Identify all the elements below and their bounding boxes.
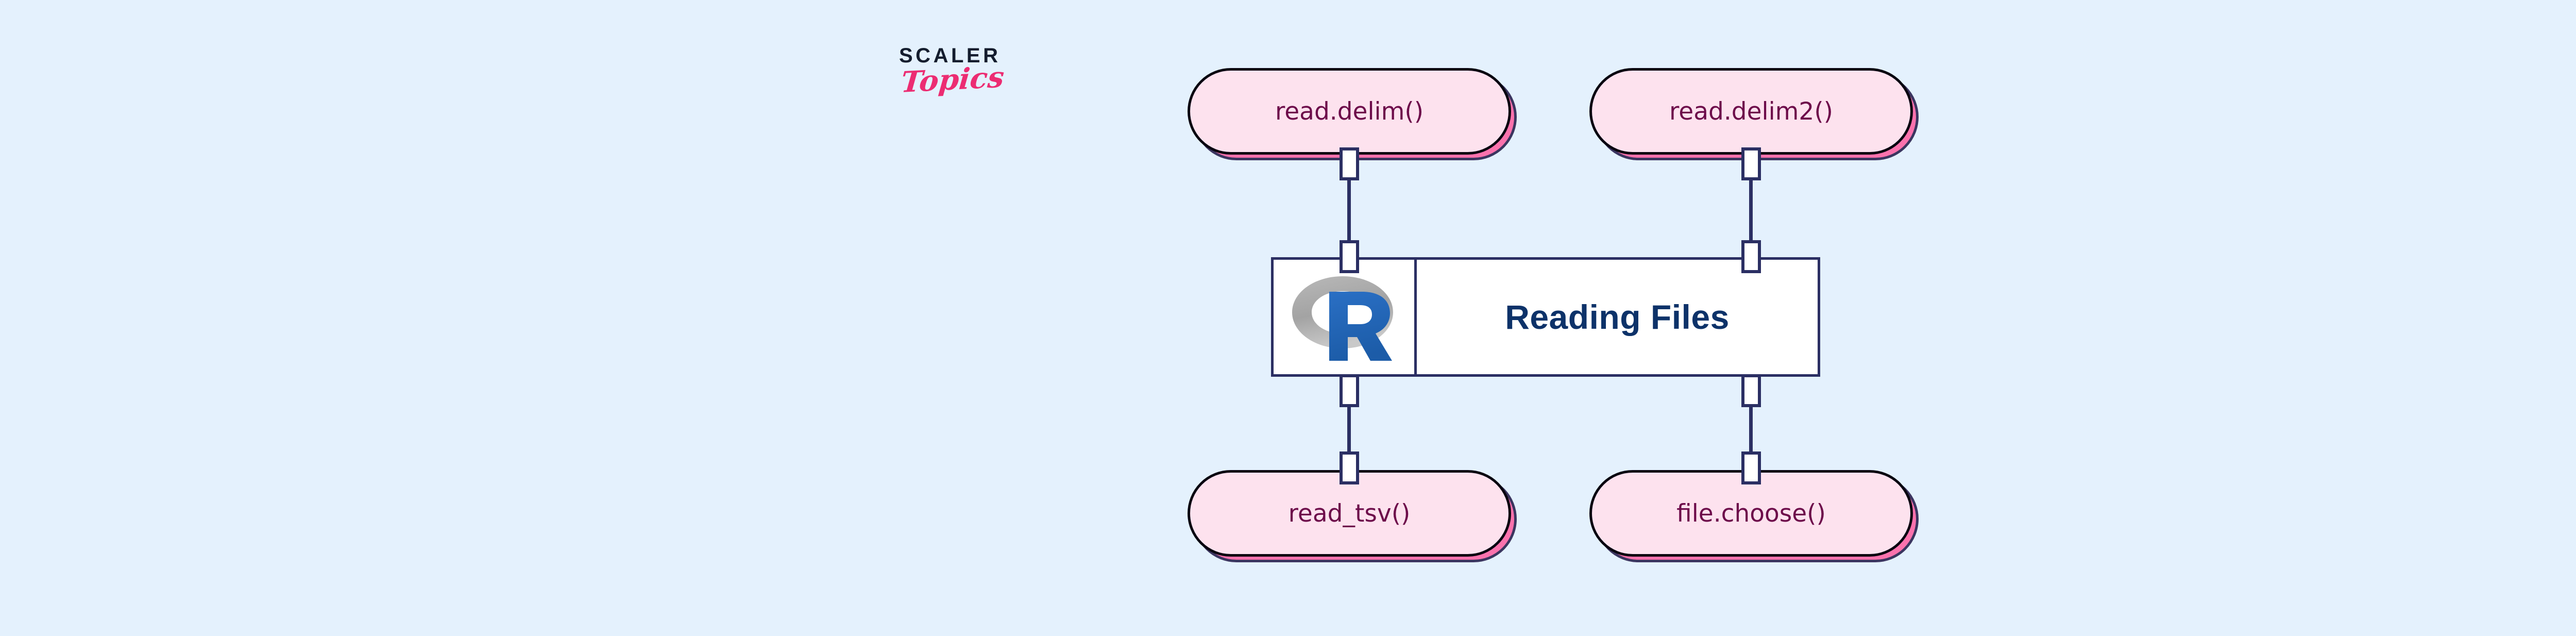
connector-tab-read-tsv-bottom	[1340, 451, 1359, 484]
logo-wordmark-scaler: SCALER	[899, 44, 1001, 67]
node-read-delim2[interactable]: read.delim2()	[1589, 68, 1913, 155]
scaler-topics-logo: SCALER Topics	[899, 45, 1084, 133]
hub-title: Reading Files	[1505, 298, 1730, 336]
node-label-read-tsv: read_tsv()	[1288, 499, 1411, 528]
node-file-choose[interactable]: file.choose()	[1589, 470, 1913, 557]
node-label-read-delim2: read.delim2()	[1669, 97, 1833, 126]
connector-line-read-delim	[1347, 155, 1351, 246]
connector-tab-read-delim-top	[1340, 147, 1359, 180]
connector-tab-file-choose-bottom	[1741, 451, 1761, 484]
connector-line-read-tsv	[1347, 390, 1351, 471]
connector-line-read-delim2	[1749, 155, 1753, 246]
node-label-file-choose: file.choose()	[1676, 499, 1826, 528]
node-read-tsv[interactable]: read_tsv()	[1188, 470, 1511, 557]
r-language-logo-icon	[1292, 276, 1393, 361]
node-read-delim[interactable]: read.delim()	[1188, 68, 1511, 155]
logo-wordmark-topics: Topics	[900, 60, 1006, 99]
r-logo-cell	[1274, 260, 1417, 374]
connector-line-file-choose	[1749, 390, 1753, 471]
hub-title-cell: Reading Files	[1417, 260, 1818, 374]
connector-tab-read-tsv-top	[1340, 374, 1359, 407]
connector-tab-read-delim2-bottom	[1741, 240, 1761, 273]
node-label-read-delim: read.delim()	[1275, 97, 1424, 126]
connector-tab-read-delim2-top	[1741, 147, 1761, 180]
center-hub-box: Reading Files	[1271, 257, 1820, 377]
connector-tab-read-delim-bottom	[1340, 240, 1359, 273]
connector-tab-file-choose-top	[1741, 374, 1761, 407]
